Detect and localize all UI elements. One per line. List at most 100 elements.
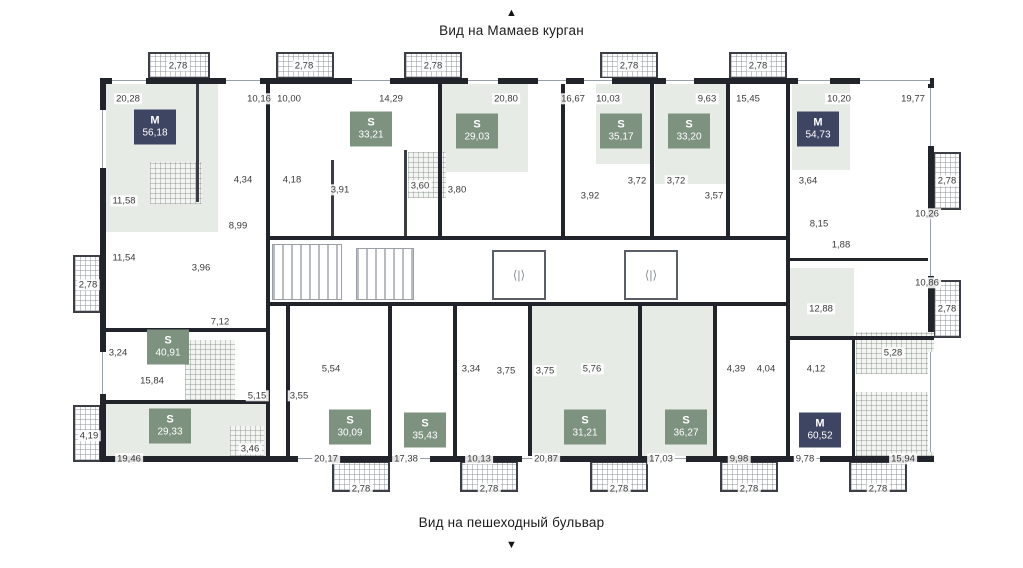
dimension-label: 19,77 — [899, 93, 927, 105]
wall-segment — [266, 236, 790, 240]
dimension-label: 3,72 — [625, 175, 649, 187]
dimension-label: 2,78 — [292, 60, 316, 72]
dimension-label: 5,28 — [881, 347, 905, 359]
wall-segment — [790, 258, 934, 261]
apartment-area-label: 31,21 — [572, 427, 598, 439]
dimension-label: 2,78 — [166, 60, 190, 72]
apartment-type-label: S — [682, 414, 690, 427]
dimension-label: 8,15 — [807, 218, 831, 230]
apartment-type-label: S — [166, 413, 174, 426]
dimension-label: 4,39 — [724, 363, 748, 375]
dimension-label: 3,24 — [106, 347, 130, 359]
dimension-label: 15,94 — [889, 453, 917, 465]
apartment-type-label: S — [685, 118, 693, 131]
window-marker — [666, 78, 694, 84]
apartment-type-label: S — [367, 116, 375, 129]
dimension-label: 5,15 — [245, 390, 269, 402]
dimension-label: 2,78 — [477, 483, 501, 495]
apartment-area-label: 33,21 — [358, 129, 384, 141]
south-arrow-icon: ▼ — [506, 539, 517, 551]
apartment-area-label: 60,52 — [807, 430, 833, 442]
elevator-icon: ⟨|⟩ — [512, 268, 526, 282]
tiled-room — [856, 392, 934, 456]
dimension-label: 3,96 — [189, 262, 213, 274]
dimension-label: 9,63 — [695, 93, 719, 105]
window-marker — [798, 78, 830, 84]
window-marker — [860, 78, 930, 84]
apartment-type-label: S — [421, 417, 429, 430]
dimension-label: 3,60 — [408, 180, 432, 192]
north-arrow-icon: ▲ — [506, 7, 517, 19]
wall-segment — [650, 84, 654, 236]
apartment-type-label: S — [346, 414, 354, 427]
wall-segment — [286, 306, 290, 456]
dimension-label: 17,03 — [647, 453, 675, 465]
dimension-label: 9,98 — [727, 453, 751, 465]
elevator-icon: ⟨|⟩ — [644, 268, 658, 282]
dimension-label: 10,16 — [245, 93, 273, 105]
tiled-room — [185, 340, 235, 400]
dimension-label: 2,78 — [935, 303, 959, 315]
wall-segment — [453, 306, 457, 456]
dimension-label: 12,88 — [807, 303, 835, 315]
dimension-label: 19,46 — [115, 453, 143, 465]
dimension-label: 3,72 — [664, 175, 688, 187]
dimension-label: 2,78 — [737, 483, 761, 495]
apartment-type-label: M — [150, 114, 160, 127]
apartment-area-label: 56,18 — [142, 127, 168, 139]
apartment-type-label: M — [813, 116, 823, 129]
apartment-type-label: S — [617, 118, 625, 131]
wall-segment — [388, 306, 392, 456]
dimension-label: 16,67 — [559, 93, 587, 105]
window-marker — [928, 88, 934, 146]
dimension-label: 15,84 — [138, 375, 166, 387]
dimension-label: 2,78 — [76, 279, 100, 291]
window-marker — [928, 352, 934, 452]
dimension-label: 1,88 — [829, 239, 853, 251]
wall-segment — [726, 84, 730, 236]
dimension-label: 14,29 — [377, 93, 405, 105]
apartment-area-label: 33,20 — [676, 131, 702, 143]
apartment-area-label: 54,73 — [805, 129, 831, 141]
apartment-area-label: 29,03 — [464, 131, 490, 143]
wall-segment — [786, 84, 790, 456]
wall-segment — [852, 340, 855, 456]
dimension-label: 3,91 — [328, 184, 352, 196]
apartment-area-label: 30,09 — [337, 427, 363, 439]
wall-segment — [106, 400, 266, 404]
wall-segment — [404, 150, 407, 236]
top-view-caption: Вид на Мамаев курган — [439, 23, 584, 38]
window-marker — [584, 78, 612, 84]
dimension-label: 11,54 — [110, 252, 138, 264]
window-marker — [112, 78, 146, 84]
room-area — [790, 268, 854, 336]
dimension-label: 3,34 — [459, 363, 483, 375]
dimension-label: 10,03 — [594, 93, 622, 105]
window-marker — [538, 78, 566, 84]
dimension-label: 3,80 — [445, 184, 469, 196]
tiled-room — [150, 162, 202, 204]
wall-segment — [196, 84, 199, 202]
window-marker — [100, 110, 106, 168]
dimension-label: 5,76 — [580, 363, 604, 375]
elevator: ⟨|⟩ — [492, 250, 546, 300]
dimension-label: 10,13 — [465, 453, 493, 465]
dimension-label: 9,78 — [793, 453, 817, 465]
wall-segment — [790, 336, 934, 340]
dimension-label: 3,46 — [238, 443, 262, 455]
dimension-label: 2,78 — [935, 175, 959, 187]
